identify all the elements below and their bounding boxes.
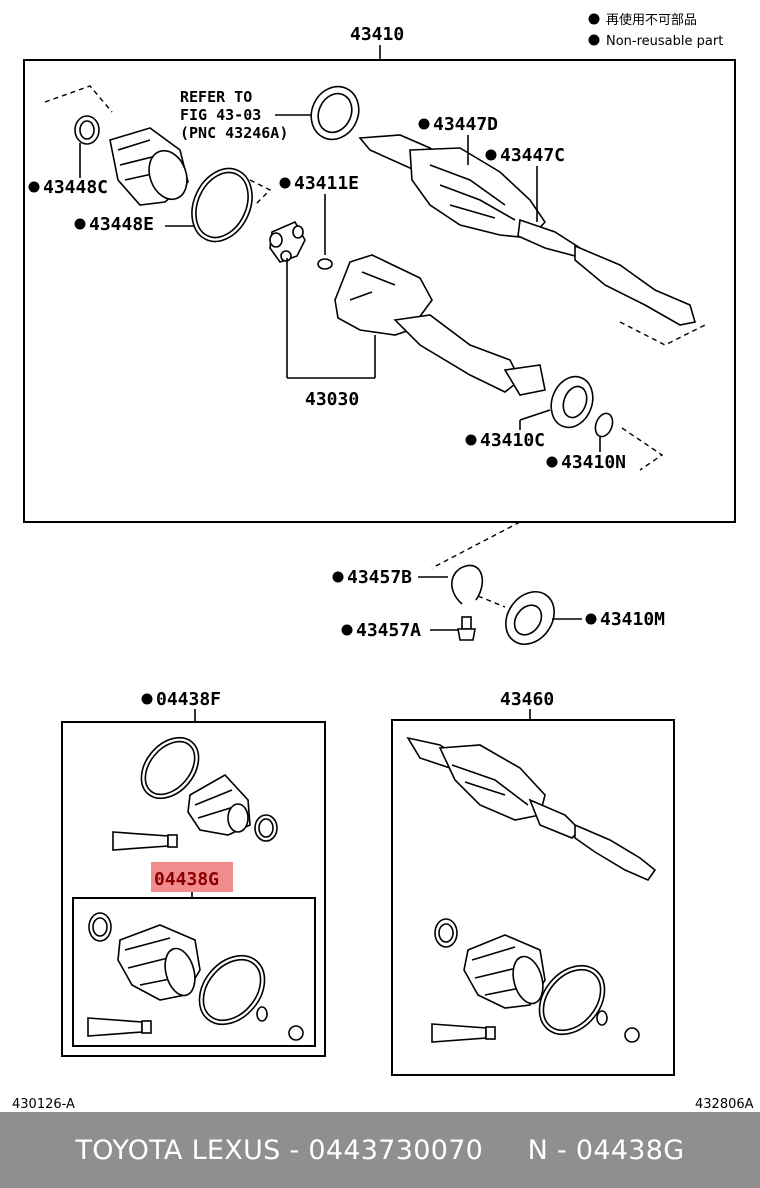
part-label-43447C[interactable]: 43447C <box>500 145 565 166</box>
non-reusable-dot-icon <box>588 34 600 46</box>
kit-04438F-box: 04438F <box>61 689 326 1057</box>
circlip-43457B: 43457B <box>332 564 506 608</box>
legend: 再使用不可部品 Non-reusable part <box>588 12 723 49</box>
assembly-43460-box: 43460 <box>391 689 675 1076</box>
outer-ring-part <box>310 85 360 141</box>
inboard-housing-43030: 43030 <box>286 254 546 410</box>
part-label-43410C[interactable]: 43410C <box>480 430 545 451</box>
clamp-43448E: 43448E <box>74 167 272 243</box>
drive-shaft <box>358 134 706 346</box>
legend-non-reusable-en: Non-reusable part <box>606 34 723 49</box>
part-label-43457A[interactable]: 43457A <box>356 620 421 641</box>
part-label-43460[interactable]: 43460 <box>500 689 554 710</box>
refer-note: REFER TO FIG 43-03 (PNC 43246A) <box>180 88 312 142</box>
assembly-frame <box>23 59 736 523</box>
kit-04438G: 04438G <box>72 862 316 1047</box>
legend-non-reusable-jp: 再使用不可部品 <box>606 12 697 28</box>
footer-bar: TOYOTA LEXUS - 0443730070 N - 04438G <box>0 1112 760 1188</box>
clamp-43447D: 43447D <box>418 114 498 165</box>
part-label-43448C[interactable]: 43448C <box>43 177 108 198</box>
part-label-04438G[interactable]: 04438G <box>154 869 219 890</box>
tripod-joint <box>269 220 306 263</box>
clamp-43448C: 43448C <box>28 115 108 198</box>
diagram-code-left: 430126-A <box>12 1097 75 1112</box>
bolt-43457A: 43457A <box>341 616 476 641</box>
boot-inner <box>109 127 189 206</box>
part-label-43410M[interactable]: 43410M <box>600 609 665 630</box>
snap-ring-43410N: 43410N <box>546 412 664 473</box>
part-label-43448E[interactable]: 43448E <box>89 214 154 235</box>
footer-part-info: TOYOTA LEXUS - 0443730070 N - 04438G <box>75 1134 685 1166</box>
diagram-code-right: 432806A <box>695 1097 754 1112</box>
non-reusable-dot-icon <box>588 13 600 25</box>
part-label-43410N[interactable]: 43410N <box>561 452 626 473</box>
refer-line-3: (PNC 43246A) <box>180 124 288 142</box>
assembly-43410-box: 43410 <box>23 24 736 523</box>
part-label-43030[interactable]: 43030 <box>305 389 359 410</box>
snap-ring-43411E: 43411E <box>279 173 359 270</box>
refer-line-1: REFER TO <box>180 88 252 106</box>
part-label-43411E[interactable]: 43411E <box>294 173 359 194</box>
part-label-43447D[interactable]: 43447D <box>433 114 498 135</box>
clamp-43447C: 43447C <box>485 145 565 222</box>
parts-diagram: 再使用不可部品 Non-reusable part 43410 REFER TO… <box>12 12 754 1112</box>
highlight-box <box>151 862 233 892</box>
refer-line-2[interactable]: FIG 43-03 <box>180 106 261 124</box>
part-label-04438F[interactable]: 04438F <box>156 689 221 710</box>
part-label-43457B[interactable]: 43457B <box>347 567 412 588</box>
seal-43410M: 43410M <box>505 591 665 645</box>
bearing-43410C: 43410C <box>465 375 594 451</box>
part-label-43410[interactable]: 43410 <box>350 24 404 45</box>
